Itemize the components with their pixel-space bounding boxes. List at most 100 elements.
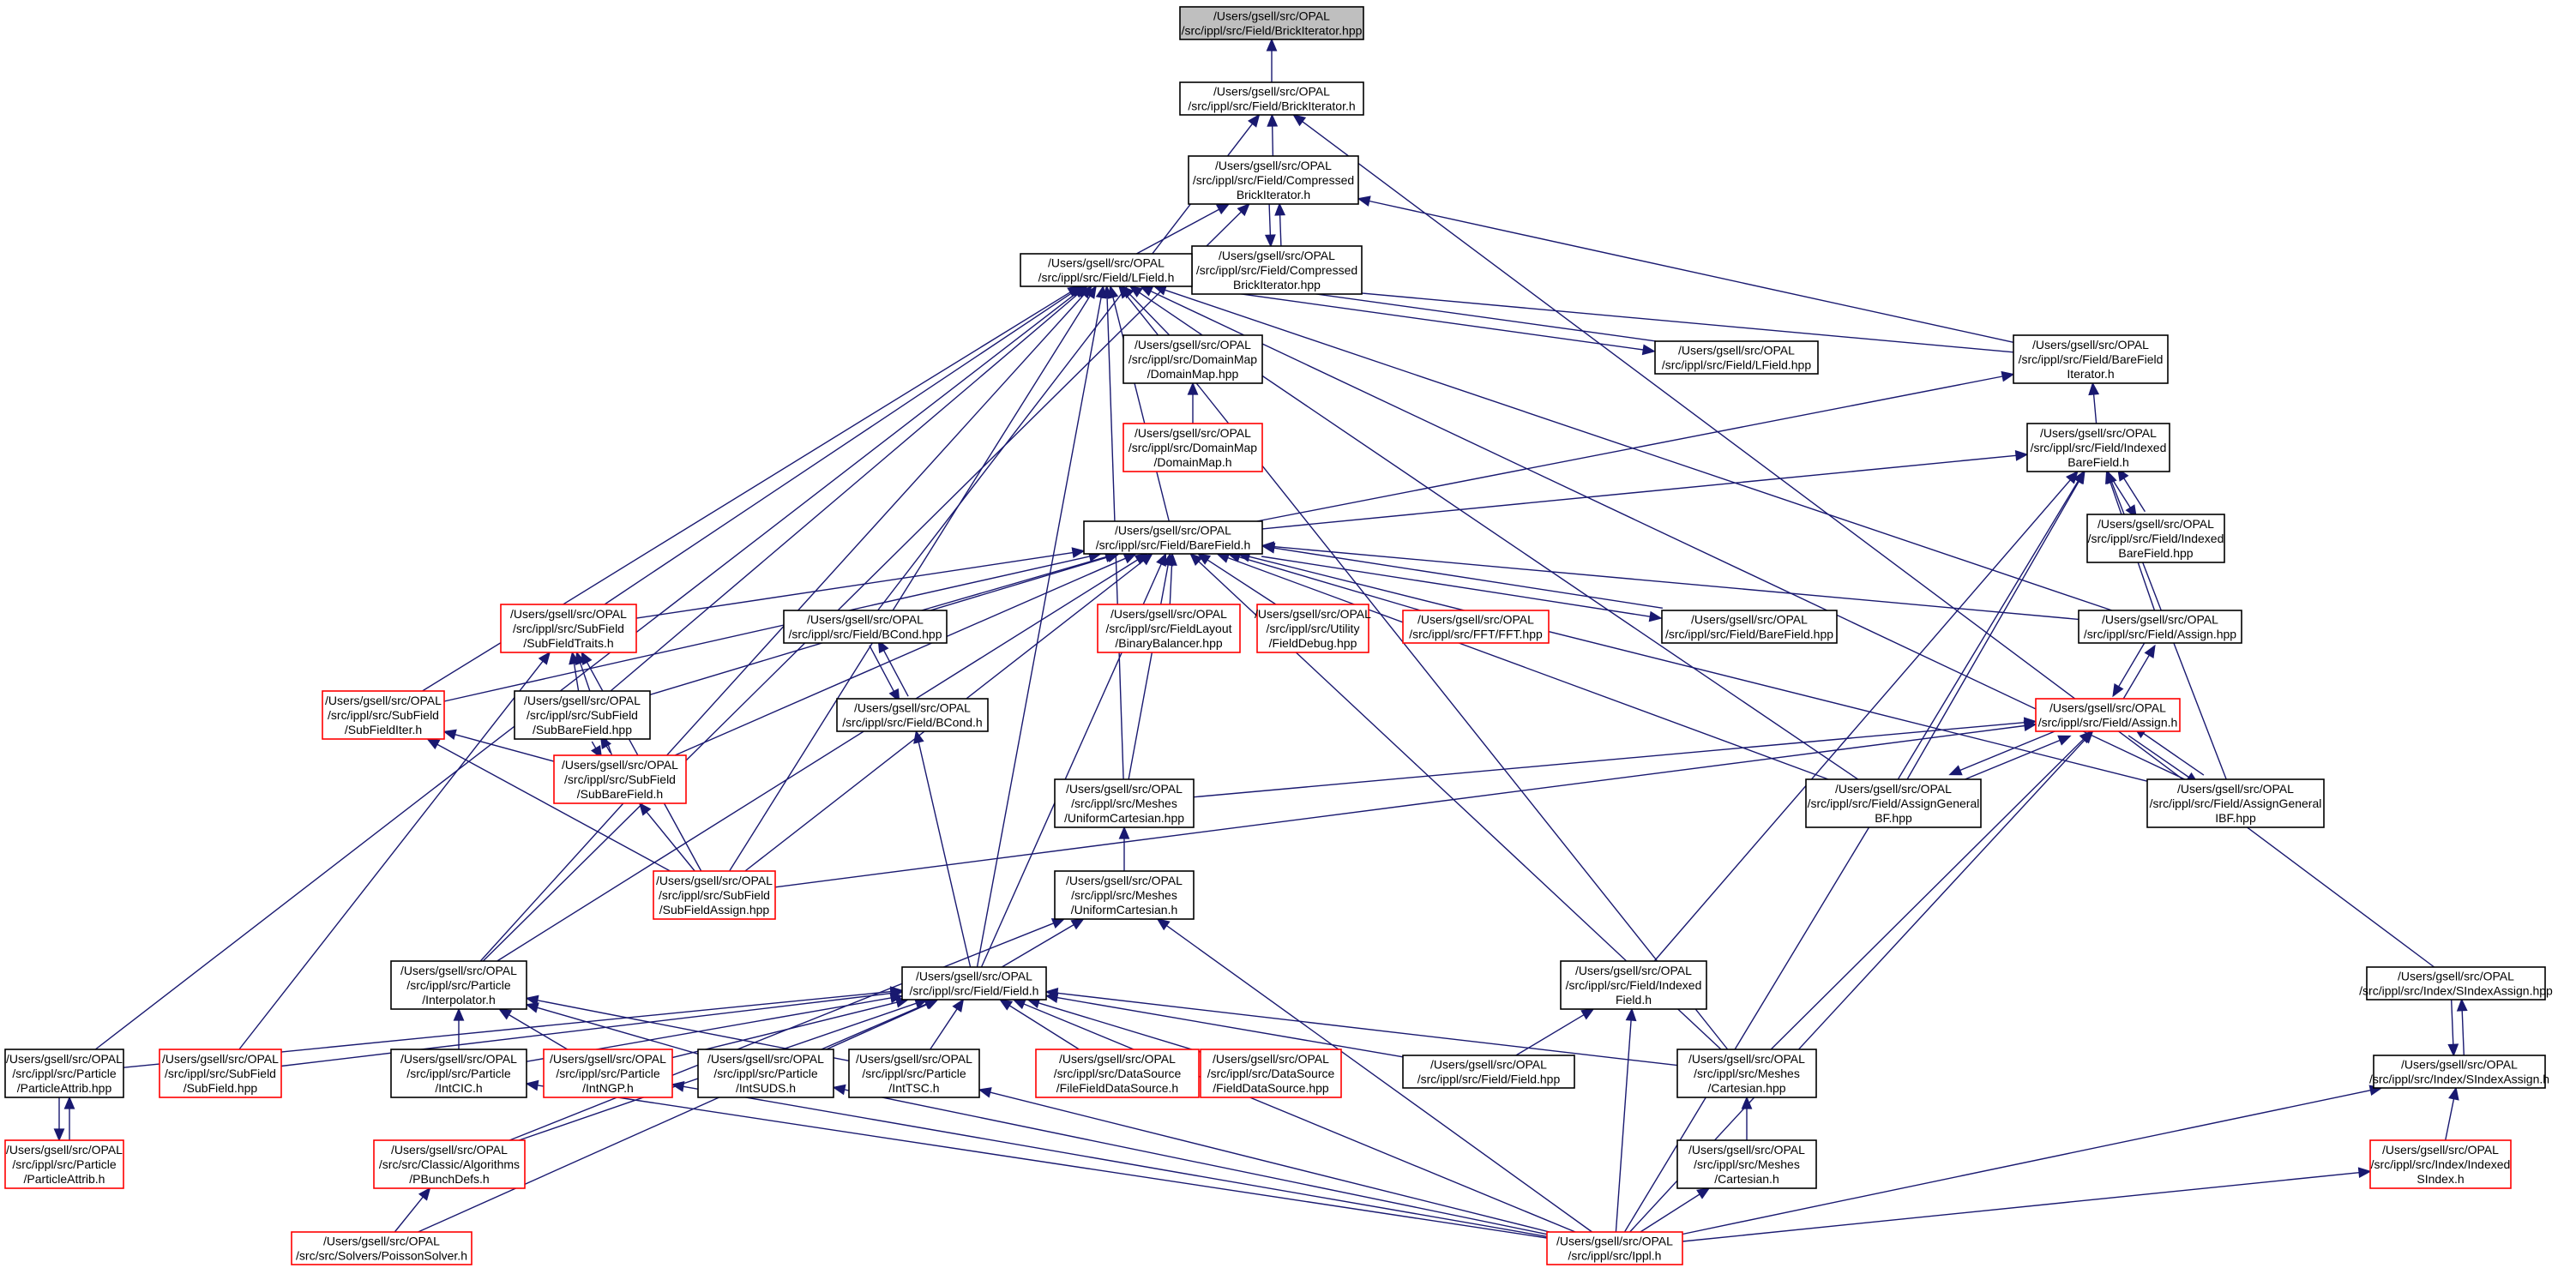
node-ibf_hpp[interactable]: /Users/gsell/src/OPAL/src/ippl/src/Field… [2086,514,2225,563]
node-box[interactable] [901,966,1047,1001]
node-box[interactable] [1191,245,1363,295]
node-box[interactable] [553,754,687,804]
node-poisson_h[interactable]: /Users/gsell/src/OPAL/src/src/Solvers/Po… [291,1231,472,1265]
node-uc_hpp[interactable]: /Users/gsell/src/OPAL/src/ippl/src/Meshe… [1054,778,1195,828]
node-box[interactable] [2369,1139,2512,1189]
node-box[interactable] [1676,1049,1817,1098]
node-box[interactable] [2013,334,2169,384]
node-box[interactable] [322,690,445,740]
node-box[interactable] [1200,1049,1342,1098]
node-box[interactable] [4,1139,124,1189]
node-box[interactable] [2035,698,2181,732]
node-box[interactable] [1805,778,1982,828]
node-box[interactable] [390,1049,527,1098]
node-box[interactable] [848,1049,980,1098]
node-box[interactable] [2086,514,2225,563]
node-if_h[interactable]: /Users/gsell/src/OPAL/src/ippl/src/Field… [1560,960,1707,1010]
node-box[interactable] [2146,778,2325,828]
node-brickiter_hpp[interactable]: /Users/gsell/src/OPAL/src/ippl/src/Field… [1179,6,1364,40]
node-isindex_h[interactable]: /Users/gsell/src/OPAL/src/ippl/src/Index… [2369,1139,2512,1189]
node-box[interactable] [1676,1139,1817,1189]
node-bfiter_h[interactable]: /Users/gsell/src/OPAL/src/ippl/src/Field… [2013,334,2169,384]
node-box[interactable] [1402,610,1550,644]
node-box[interactable] [1054,778,1195,828]
node-barefield_hpp[interactable]: /Users/gsell/src/OPAL/src/ippl/src/Field… [1661,610,1838,644]
node-cbi_h[interactable]: /Users/gsell/src/OPAL/src/ippl/src/Field… [1188,155,1359,205]
node-fft_hpp[interactable]: /Users/gsell/src/OPAL/src/ippl/src/FFT/F… [1402,610,1550,644]
node-subfield_hpp[interactable]: /Users/gsell/src/OPAL/src/ippl/src/SubFi… [159,1049,282,1098]
node-pbunch_h[interactable]: /Users/gsell/src/OPAL/src/src/Classic/Al… [373,1139,526,1189]
node-fielddebug_hpp[interactable]: /Users/gsell/src/OPAL/src/ippl/src/Utili… [1255,604,1371,653]
node-lfield_h[interactable]: /Users/gsell/src/OPAL/src/ippl/src/Field… [1020,253,1193,287]
node-bcond_hpp[interactable]: /Users/gsell/src/OPAL/src/ippl/src/Field… [783,610,948,644]
node-box[interactable] [1035,1049,1200,1098]
node-box[interactable] [514,690,651,740]
node-box[interactable] [1097,604,1241,653]
node-box[interactable] [1546,1231,1683,1265]
node-cart_hpp[interactable]: /Users/gsell/src/OPAL/src/ippl/src/Meshe… [1676,1049,1817,1098]
node-box[interactable] [159,1049,282,1098]
node-box[interactable] [390,960,527,1010]
node-box[interactable] [1122,423,1263,472]
node-box[interactable] [1179,81,1364,116]
node-bcond_h[interactable]: /Users/gsell/src/OPAL/src/ippl/src/Field… [836,698,989,732]
node-cart_h[interactable]: /Users/gsell/src/OPAL/src/ippl/src/Meshe… [1676,1139,1817,1189]
node-domainmap_h[interactable]: /Users/gsell/src/OPAL/src/ippl/src/Domai… [1122,423,1263,472]
node-field_h[interactable]: /Users/gsell/src/OPAL/src/ippl/src/Field… [901,966,1047,1001]
node-inttsc_h[interactable]: /Users/gsell/src/OPAL/src/ippl/src/Parti… [848,1049,980,1098]
node-brickiter_h[interactable]: /Users/gsell/src/OPAL/src/ippl/src/Field… [1179,81,1364,116]
node-box[interactable] [2373,1055,2546,1089]
node-pattrib_hpp[interactable]: /Users/gsell/src/OPAL/src/ippl/src/Parti… [4,1049,124,1098]
node-interp_h[interactable]: /Users/gsell/src/OPAL/src/ippl/src/Parti… [390,960,527,1010]
node-sia_hpp[interactable]: /Users/gsell/src/OPAL/src/ippl/src/Index… [2359,966,2553,1001]
node-box[interactable] [1256,604,1369,653]
node-box[interactable] [1560,960,1707,1010]
node-agbf_hpp[interactable]: /Users/gsell/src/OPAL/src/ippl/src/Field… [1805,778,1982,828]
node-domainmap_hpp[interactable]: /Users/gsell/src/OPAL/src/ippl/src/Domai… [1122,334,1263,384]
node-assign_h[interactable]: /Users/gsell/src/OPAL/src/ippl/src/Field… [2035,698,2181,732]
node-assign_hpp[interactable]: /Users/gsell/src/OPAL/src/ippl/src/Field… [2078,610,2242,644]
node-intcic_h[interactable]: /Users/gsell/src/OPAL/src/ippl/src/Parti… [390,1049,527,1098]
node-box[interactable] [1188,155,1359,205]
node-agibf_hpp[interactable]: /Users/gsell/src/OPAL/src/ippl/src/Field… [2146,778,2325,828]
node-box[interactable] [543,1049,673,1098]
node-binbal_hpp[interactable]: /Users/gsell/src/OPAL/src/ippl/src/Field… [1097,604,1241,653]
node-sia_h[interactable]: /Users/gsell/src/OPAL/src/ippl/src/Index… [2369,1055,2549,1089]
node-sfiter_h[interactable]: /Users/gsell/src/OPAL/src/ippl/src/SubFi… [322,690,445,740]
node-ibf_h[interactable]: /Users/gsell/src/OPAL/src/ippl/src/Field… [2026,423,2170,472]
node-box[interactable] [2078,610,2242,644]
node-barefield_h[interactable]: /Users/gsell/src/OPAL/src/ippl/src/Field… [1083,520,1263,555]
node-box[interactable] [1661,610,1838,644]
node-box[interactable] [1054,870,1195,920]
node-box[interactable] [4,1049,124,1098]
node-field_hpp[interactable]: /Users/gsell/src/OPAL/src/ippl/src/Field… [1402,1055,1575,1089]
node-box[interactable] [373,1139,526,1189]
node-box[interactable] [2026,423,2170,472]
node-box[interactable] [1654,340,1819,375]
node-box[interactable] [2366,966,2546,1001]
node-box[interactable] [500,604,637,653]
node-box[interactable] [783,610,948,644]
node-box[interactable] [291,1231,472,1265]
node-ffds_h[interactable]: /Users/gsell/src/OPAL/src/ippl/src/DataS… [1035,1049,1200,1098]
node-box[interactable] [1122,334,1263,384]
node-lfield_hpp[interactable]: /Users/gsell/src/OPAL/src/ippl/src/Field… [1654,340,1819,375]
node-box[interactable] [836,698,989,732]
node-sbf_h[interactable]: /Users/gsell/src/OPAL/src/ippl/src/SubFi… [553,754,687,804]
node-box[interactable] [1179,6,1364,40]
node-sftraits_h[interactable]: /Users/gsell/src/OPAL/src/ippl/src/SubFi… [500,604,637,653]
node-intsuds_h[interactable]: /Users/gsell/src/OPAL/src/ippl/src/Parti… [697,1049,834,1098]
node-sfassign_hpp[interactable]: /Users/gsell/src/OPAL/src/ippl/src/SubFi… [653,870,776,920]
node-ippl_h[interactable]: /Users/gsell/src/OPAL/src/ippl/src/Ippl.… [1546,1231,1683,1265]
node-pattrib_h[interactable]: /Users/gsell/src/OPAL/src/ippl/src/Parti… [4,1139,124,1189]
node-fds_hpp[interactable]: /Users/gsell/src/OPAL/src/ippl/src/DataS… [1200,1049,1342,1098]
node-box[interactable] [653,870,776,920]
node-box[interactable] [1402,1055,1575,1089]
node-intngp_h[interactable]: /Users/gsell/src/OPAL/src/ippl/src/Parti… [543,1049,673,1098]
node-uc_h[interactable]: /Users/gsell/src/OPAL/src/ippl/src/Meshe… [1054,870,1195,920]
node-box[interactable] [1020,253,1193,287]
node-sbf_hpp[interactable]: /Users/gsell/src/OPAL/src/ippl/src/SubFi… [514,690,651,740]
node-box[interactable] [697,1049,834,1098]
node-cbi_hpp[interactable]: /Users/gsell/src/OPAL/src/ippl/src/Field… [1191,245,1363,295]
node-box[interactable] [1083,520,1263,555]
